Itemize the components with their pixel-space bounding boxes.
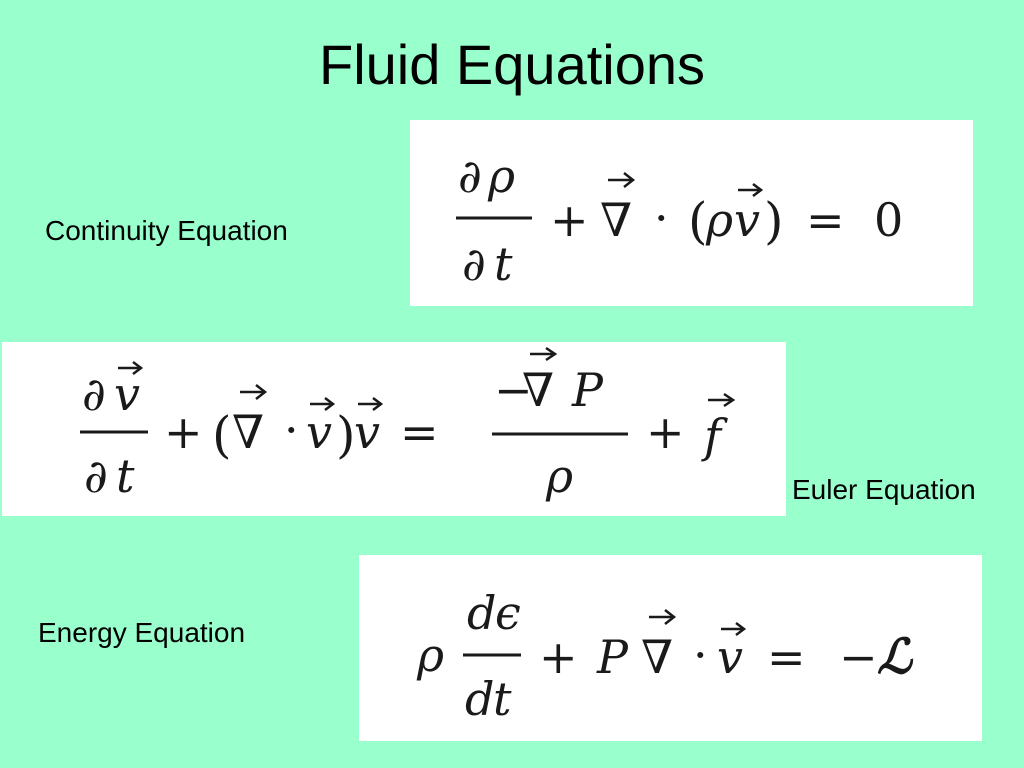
- eq-d-symbol: d: [467, 586, 496, 640]
- eq-left-paren: (: [688, 192, 708, 250]
- continuity-equation-box: ∂ ρ ∂ t + ∇ · ( ρ v ) =: [410, 120, 973, 306]
- eq-d-symbol: d: [465, 672, 494, 726]
- vector-arrow-icon: [649, 609, 677, 625]
- eq-right-paren: ): [336, 406, 356, 464]
- eq-plus-symbol: +: [646, 405, 685, 459]
- eq-t-symbol: t: [494, 237, 513, 291]
- eq-f-symbol: f: [701, 409, 728, 463]
- eq-dot-symbol: ·: [654, 191, 669, 245]
- vector-arrow-icon: [708, 392, 736, 408]
- eq-rho-symbol: ρ: [416, 628, 444, 682]
- eq-equals-symbol: =: [806, 193, 845, 247]
- eq-t-symbol: t: [493, 672, 512, 726]
- eq-equals-symbol: =: [767, 630, 806, 684]
- eq-rho-symbol: ρ: [545, 449, 573, 503]
- vector-arrow-icon: [240, 384, 268, 400]
- eq-dot-symbol: ·: [693, 628, 708, 682]
- eq-plus-symbol: +: [550, 193, 589, 247]
- eq-left-paren: (: [212, 406, 232, 464]
- vector-arrow-icon: [721, 622, 747, 636]
- continuity-equation-label: Continuity Equation: [45, 215, 288, 246]
- eq-dot-symbol: ·: [284, 403, 299, 457]
- eq-epsilon-symbol: ϵ: [495, 586, 521, 640]
- eq-plus-symbol: +: [539, 630, 578, 684]
- eq-nabla-symbol: ∇: [232, 405, 264, 459]
- eq-partial-symbol: ∂: [82, 367, 106, 421]
- eq-minus-symbol: −: [839, 630, 878, 684]
- eq-zero: 0: [874, 193, 903, 247]
- eq-rho-symbol: ρ: [705, 193, 733, 247]
- vector-arrow-icon: [530, 346, 558, 362]
- eq-v-symbol: v: [114, 367, 140, 421]
- eq-equals-symbol: =: [400, 405, 439, 459]
- eq-minus-symbol: −: [494, 363, 533, 417]
- eq-P-symbol: P: [571, 363, 604, 417]
- eq-v-symbol: v: [734, 193, 760, 247]
- energy-equation-box: ρ d ϵ d t + P ∇ · v = − ℒ: [359, 555, 982, 741]
- eq-right-paren: ): [764, 192, 784, 250]
- vector-arrow-icon: [608, 172, 636, 188]
- eq-rho-symbol: ρ: [487, 149, 515, 203]
- vector-arrow-icon: [738, 183, 764, 197]
- eq-partial-symbol: ∂: [458, 149, 482, 203]
- eq-t-symbol: t: [116, 449, 135, 503]
- eq-v-symbol: v: [306, 405, 332, 459]
- eq-v-symbol: v: [354, 405, 380, 459]
- vector-arrow-icon: [118, 361, 144, 375]
- vector-arrow-icon: [310, 397, 336, 411]
- eq-nabla-symbol: ∇: [522, 363, 554, 417]
- slide-title: Fluid Equations: [318, 33, 705, 96]
- vector-arrow-icon: [358, 397, 384, 411]
- euler-equation-formula: ∂ v ∂ t + ( ∇ · v ) v: [80, 346, 736, 503]
- eq-plus-symbol: +: [164, 405, 203, 459]
- eq-partial-symbol: ∂: [462, 237, 486, 291]
- energy-equation-formula: ρ d ϵ d t + P ∇ · v = − ℒ: [416, 586, 914, 726]
- euler-equation-label: Euler Equation: [792, 474, 976, 505]
- energy-equation-label: Energy Equation: [38, 617, 246, 648]
- continuity-equation-formula: ∂ ρ ∂ t + ∇ · ( ρ v ) =: [456, 149, 903, 291]
- eq-nabla-symbol: ∇: [600, 193, 632, 247]
- eq-partial-symbol: ∂: [84, 449, 108, 503]
- eq-nabla-symbol: ∇: [641, 630, 673, 684]
- eq-P-symbol: P: [596, 630, 629, 684]
- euler-equation-box: ∂ v ∂ t + ( ∇ · v ) v: [2, 342, 786, 516]
- eq-v-symbol: v: [717, 630, 743, 684]
- eq-lagrangian-symbol: ℒ: [877, 629, 914, 685]
